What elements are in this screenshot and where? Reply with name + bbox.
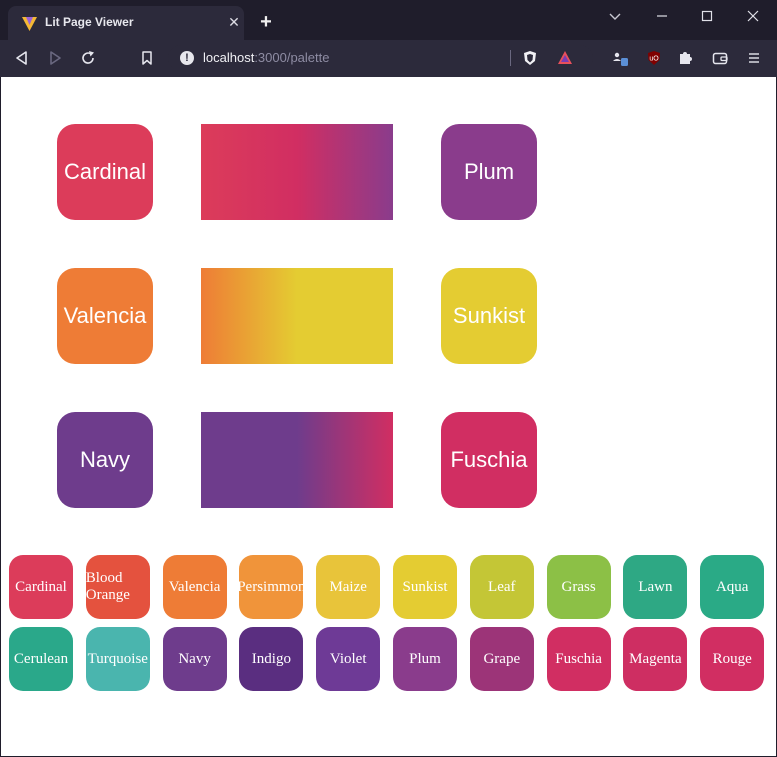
gradient-navy-to-fuschia — [201, 412, 393, 508]
palette-chip-fuschia: Fuschia — [546, 627, 611, 691]
gradient-valencia-to-sunkist — [201, 268, 393, 364]
navigation-toolbar: localhost:3000/palette uO — [0, 40, 777, 77]
palette-chip-rouge: Rouge — [700, 627, 765, 691]
url-text[interactable]: localhost:3000/palette — [203, 50, 330, 65]
address-bar[interactable]: localhost:3000/palette — [168, 45, 593, 71]
maximize-icon[interactable] — [695, 6, 719, 26]
bookmark-icon[interactable] — [137, 48, 157, 68]
palette-chip-plum: Plum — [393, 627, 457, 691]
reload-icon[interactable] — [78, 48, 98, 68]
swatch-sunkist: Sunkist — [441, 268, 537, 364]
palette-chip-maize: Maize — [316, 555, 381, 619]
gradient-cardinal-to-plum — [201, 124, 393, 220]
back-icon[interactable] — [12, 48, 32, 68]
close-window-icon[interactable] — [741, 6, 765, 26]
page-viewport: Cardinal Plum Valencia Sunkist Navy Fusc… — [1, 77, 776, 756]
swatch-fuschia: Fuschia — [441, 412, 537, 508]
minimize-icon[interactable] — [650, 6, 674, 26]
palette-chip-valencia: Valencia — [162, 555, 227, 619]
menu-icon[interactable] — [744, 48, 764, 68]
extensions-icon[interactable] — [675, 48, 695, 68]
tab-search-icon[interactable] — [603, 6, 627, 26]
svg-text:uO: uO — [649, 56, 659, 63]
lit-favicon-icon — [22, 17, 37, 31]
browser-tab[interactable]: Lit Page Viewer ✕ — [8, 6, 244, 40]
palette-chip-sunkist: Sunkist — [393, 555, 457, 619]
palette-chip-aqua: Aqua — [700, 555, 765, 619]
palette-chip-cardinal: Cardinal — [9, 555, 73, 619]
swatch-plum: Plum — [441, 124, 537, 220]
url-path: :3000/palette — [254, 50, 330, 65]
wallet-icon[interactable] — [710, 48, 730, 68]
palette-chip-blood-orange: Blood Orange — [85, 555, 150, 619]
new-tab-button[interactable]: + — [260, 11, 272, 33]
palette-chip-turquoise: Turquoise — [85, 627, 150, 691]
palette-chip-persimmon: Persimmon — [239, 555, 304, 619]
brave-rewards-icon[interactable] — [555, 48, 575, 68]
palette-chip-cerulean: Cerulean — [9, 627, 73, 691]
palette-chip-magenta: Magenta — [623, 627, 688, 691]
palette-chip-indigo: Indigo — [239, 627, 304, 691]
palette-chip-violet: Violet — [316, 627, 381, 691]
palette-chip-leaf: Leaf — [469, 555, 534, 619]
swatch-valencia: Valencia — [57, 268, 153, 364]
title-bar: Lit Page Viewer ✕ + — [0, 0, 777, 40]
url-host: localhost — [203, 50, 255, 65]
forward-icon[interactable] — [45, 48, 65, 68]
palette-chip-grape: Grape — [469, 627, 534, 691]
site-info-icon[interactable] — [180, 51, 194, 65]
palette-chip-navy: Navy — [162, 627, 227, 691]
swatch-cardinal: Cardinal — [57, 124, 153, 220]
ublock-origin-icon[interactable]: uO — [644, 48, 664, 68]
palette-chip-lawn: Lawn — [623, 555, 688, 619]
close-tab-icon[interactable]: ✕ — [228, 14, 240, 30]
palette-chip-grass: Grass — [546, 555, 611, 619]
swatch-navy: Navy — [57, 412, 153, 508]
brave-shields-icon[interactable] — [520, 48, 540, 68]
profile-icon[interactable] — [609, 48, 629, 68]
address-bar-divider — [510, 50, 511, 66]
tab-title: Lit Page Viewer — [45, 15, 134, 29]
